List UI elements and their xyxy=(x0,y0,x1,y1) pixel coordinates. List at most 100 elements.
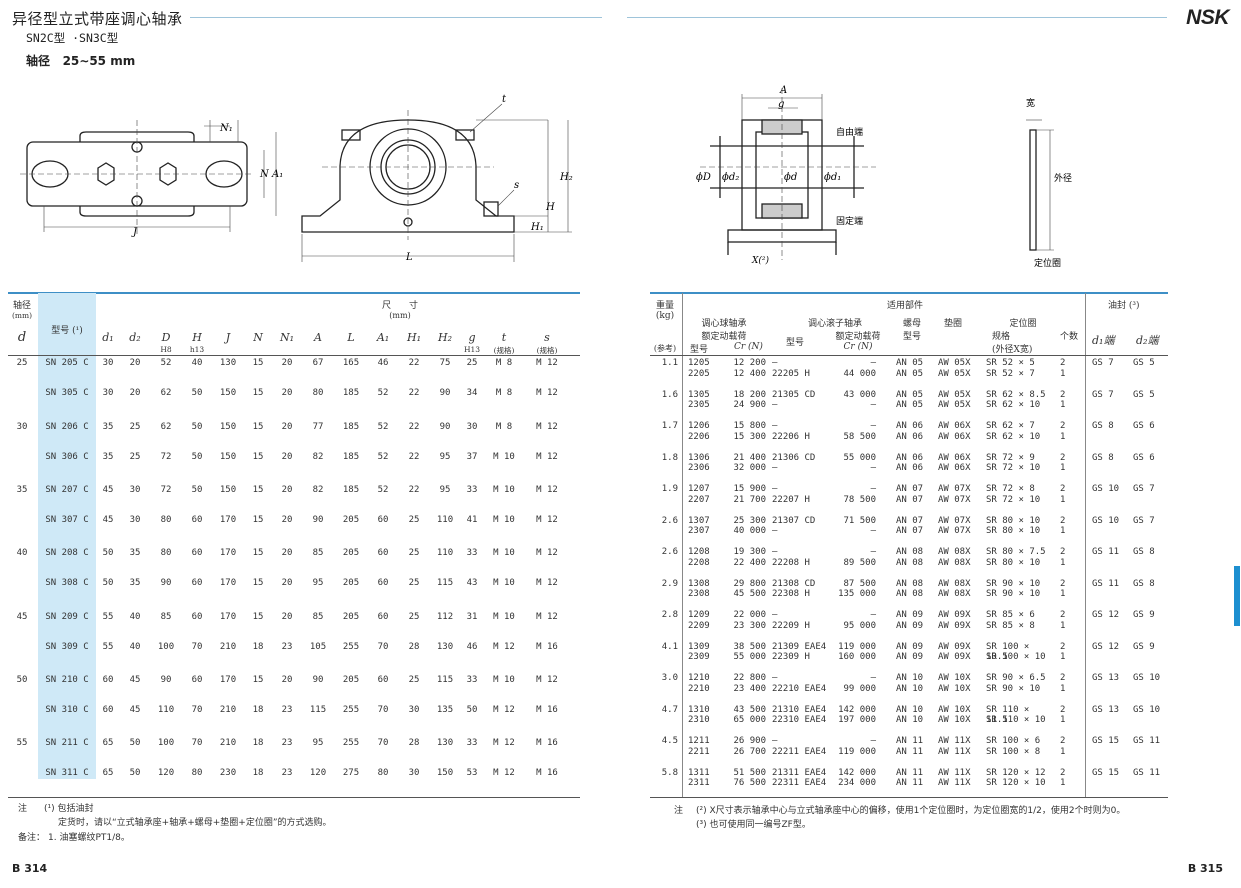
dim-phid: ϕd xyxy=(784,172,797,183)
dim-cell: 70 xyxy=(191,642,203,652)
dim-cell: M 8 xyxy=(495,358,513,368)
h-parts: 适用部件 xyxy=(886,301,923,311)
parts-cell: 1309 xyxy=(688,641,710,652)
dim-cell: 100 xyxy=(157,738,175,748)
col-header: s xyxy=(544,331,550,344)
dim-cell: 80 xyxy=(377,768,389,778)
parts-cell: AN 06 xyxy=(896,431,924,442)
dim-cell: 20 xyxy=(281,388,293,398)
parts-cell: AN 08 xyxy=(896,547,924,557)
weight-cell: 1.1 xyxy=(661,358,678,368)
dim-cell: 82 xyxy=(312,485,324,495)
dim-cell: 135 xyxy=(436,705,454,715)
dim-cell: 31 xyxy=(466,612,478,622)
parts-cell: – xyxy=(772,547,778,557)
model-cell: SN 209 C xyxy=(45,612,89,622)
parts-cell: AN 10 xyxy=(896,683,924,694)
parts-cell: 2 xyxy=(1060,389,1066,400)
parts-cell: 55 000 xyxy=(843,452,876,463)
dim-cell: 35 xyxy=(102,452,114,462)
dim-cell: 52 xyxy=(160,358,172,368)
parts-cell: SR 62 × 10 xyxy=(986,400,1041,410)
h-roller-model: 型号 xyxy=(786,338,805,348)
parts-cell: 1306 xyxy=(688,452,710,463)
parts-cell: AN 06 xyxy=(896,421,924,431)
parts-cell: AW 05X xyxy=(938,400,971,410)
page-subtitle: SN2C型 ·SN3C型 xyxy=(26,31,119,45)
parts-cell: SR 90 × 10 xyxy=(986,589,1041,599)
parts-cell: – xyxy=(772,484,778,494)
dim-cell: 22 xyxy=(408,388,420,398)
seal-d2-cell: GS 10 xyxy=(1133,673,1161,683)
parts-cell: 1 xyxy=(1060,463,1066,473)
dim-cell: M 10 xyxy=(493,515,515,525)
dim-cell: M 12 xyxy=(536,358,558,368)
dim-cell: 22 xyxy=(408,358,420,368)
h-ring-spec: 规格(外径X宽) xyxy=(992,332,1033,355)
parts-cell: 1 xyxy=(1060,368,1066,379)
parts-cell: 40 000 xyxy=(733,526,766,536)
model-cell: SN 308 C xyxy=(45,578,89,588)
dim-cell: 52 xyxy=(377,485,389,495)
parts-cell: – xyxy=(870,484,876,494)
parts-cell: SR 90 × 10 xyxy=(986,578,1041,589)
dim-cell: 120 xyxy=(309,768,327,778)
weight-cell: 2.8 xyxy=(661,610,678,620)
note-1-left: (¹) 包括油封 xyxy=(44,804,94,814)
dim-cell: M 10 xyxy=(493,548,515,558)
parts-cell: AW 07X xyxy=(938,484,971,494)
dim-cell: 185 xyxy=(342,485,360,495)
dim-phid2: ϕd₂ xyxy=(722,172,739,183)
seal-d2-cell: GS 11 xyxy=(1133,736,1161,746)
h-nut: 螺母型号 xyxy=(902,319,921,342)
dim-cell: M 10 xyxy=(493,675,515,685)
dim-cell: 72 xyxy=(160,485,172,495)
seal-d1-cell: GS 10 xyxy=(1092,484,1120,494)
dim-cell: M 10 xyxy=(493,452,515,462)
left-table-top-rule xyxy=(8,292,580,294)
parts-cell: AW 11X xyxy=(938,778,971,788)
parts-cell: 21305 CD xyxy=(772,389,816,400)
parts-cell: 23 300 xyxy=(733,620,766,631)
dim-cell: M 12 xyxy=(536,578,558,588)
dim-cell: 60 xyxy=(191,515,203,525)
dim-cell: 43 xyxy=(466,578,478,588)
parts-cell: – xyxy=(870,610,876,620)
parts-cell: 197 000 xyxy=(838,715,876,725)
dim-cell: 20 xyxy=(281,675,293,685)
col-subheader: h13 xyxy=(189,345,205,354)
label-outer-dia: 外径 xyxy=(1054,172,1072,184)
parts-cell: AW 06X xyxy=(938,463,971,473)
shaft-dia-cell: 45 xyxy=(16,612,28,622)
dim-cell: 50 xyxy=(466,705,478,715)
shaft-dia-cell: 50 xyxy=(16,675,28,685)
parts-cell: – xyxy=(772,358,778,368)
dim-cell: 80 xyxy=(160,548,172,558)
col-header: A xyxy=(314,331,322,344)
dim-cell: 53 xyxy=(466,768,478,778)
parts-cell: AN 10 xyxy=(896,704,924,715)
dim-cell: M 12 xyxy=(493,642,515,652)
parts-cell: 22 400 xyxy=(733,557,766,568)
dim-cell: 62 xyxy=(160,422,172,432)
parts-cell: AN 08 xyxy=(896,557,924,568)
parts-cell: AN 05 xyxy=(896,368,924,379)
dim-cell: 15 xyxy=(252,675,264,685)
parts-cell: 160 000 xyxy=(838,652,876,662)
parts-cell: SR 80 × 10 xyxy=(986,557,1041,568)
dim-phiD: ϕD xyxy=(696,172,711,183)
dim-cell: 185 xyxy=(342,422,360,432)
dim-cell: 60 xyxy=(102,675,114,685)
col-subheader: H8 xyxy=(160,345,172,354)
dim-cell: 165 xyxy=(342,358,360,368)
dim-cell: 112 xyxy=(436,612,454,622)
dim-cell: M 16 xyxy=(536,738,558,748)
dim-cell: 62 xyxy=(160,388,172,398)
dim-cell: 185 xyxy=(342,452,360,462)
seal-d1-cell: GS 10 xyxy=(1092,515,1120,526)
dim-cell: 20 xyxy=(281,452,293,462)
dim-H: H xyxy=(545,202,555,213)
parts-cell: 58 500 xyxy=(843,431,876,442)
parts-cell: 142 000 xyxy=(838,704,876,715)
col-subheader: H13 xyxy=(463,345,481,354)
